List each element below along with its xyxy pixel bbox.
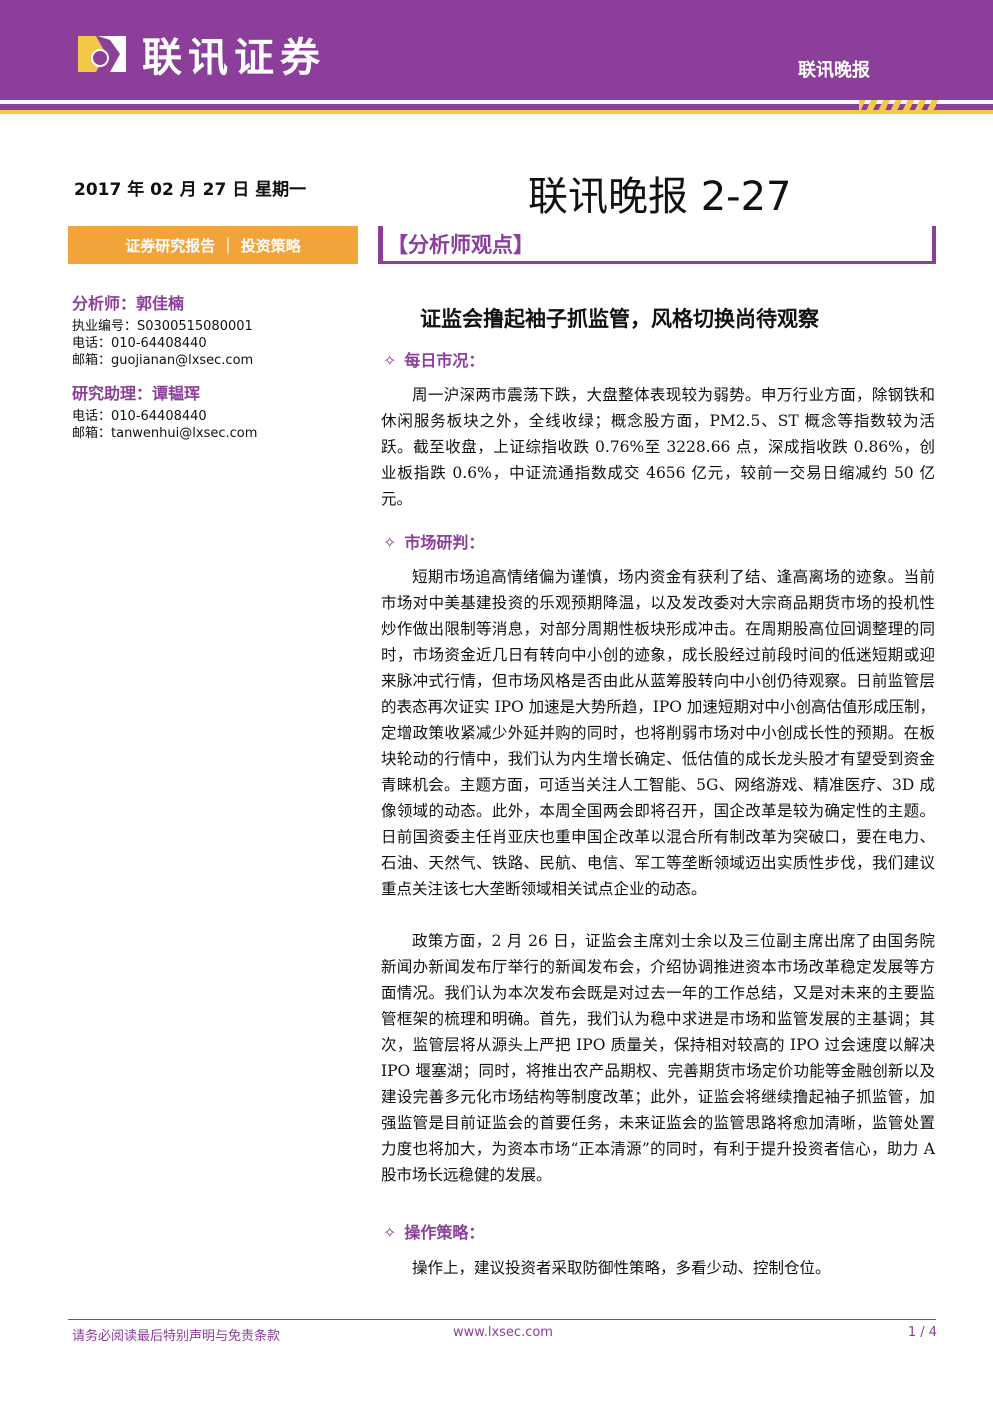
section-daily-label: 每日市况：	[404, 351, 485, 370]
analyst-view-label: 【分析师观点】	[387, 232, 534, 257]
assistant-info: 研究助理：谭韫珲 电话：010-64408440 邮箱：tanwenhui@lx…	[72, 380, 352, 442]
heading-tab-end	[932, 226, 936, 261]
logo-text: 联讯证券	[142, 35, 326, 81]
analyst-info: 分析师：郭佳楠 执业编号：S0300515080001 电话：010-64408…	[72, 290, 352, 369]
analyst-license: 执业编号：S0300515080001	[72, 319, 253, 334]
section-strategy-heading: ✧ 操作策略：	[383, 1219, 484, 1243]
analyst-phone: 电话：010-64408440	[72, 336, 207, 351]
paragraph-market-1: 短期市场追高情绪偏为谨慎，场内资金有获利了结、逢高离场的迹象。当前市场对中美基建…	[381, 568, 935, 898]
header-divider	[0, 104, 993, 110]
report-category-box: 证券研究报告 ｜ 投资策略	[68, 226, 358, 264]
analyst-view-heading: 【分析师观点】	[378, 226, 936, 264]
article-headline: 证监会撸起袖子抓监管，风格切换尚待观察	[420, 306, 819, 331]
diamond-bullet-icon: ✧	[383, 351, 397, 370]
footer-disclaimer: 请务必阅读最后特别声明与免责条款	[72, 1329, 281, 1344]
paragraph-daily: 周一沪深两市震荡下跌，大盘整体表现较为弱势。申万行业方面，除钢铁和休闲服务板块之…	[381, 386, 935, 508]
diamond-bullet-icon: ✧	[383, 533, 397, 552]
paragraph-strategy: 操作上，建议投资者采取防御性策略，多看少动、控制仓位。	[412, 1259, 831, 1277]
footer-page-number: 1 / 4	[907, 1325, 937, 1340]
section-market-label: 市场研判：	[404, 533, 485, 552]
logo-mark-icon	[78, 36, 126, 72]
report-date: 2017 年 02 月 27 日 星期一	[74, 180, 307, 200]
header-report-label: 联讯晚报	[798, 60, 870, 81]
header-bar	[0, 0, 993, 100]
header-accent-line	[0, 110, 993, 114]
assistant-email: 邮箱：tanwenhui@lxsec.com	[72, 426, 258, 441]
report-title: 联讯晚报 2-27	[528, 174, 792, 220]
company-logo: 联讯证券	[76, 30, 326, 81]
analyst-name: 分析师：郭佳楠	[72, 294, 185, 313]
header-hatch-decoration	[859, 100, 939, 114]
footer-divider	[68, 1319, 936, 1320]
footer-website: www.lxsec.com	[453, 1325, 553, 1340]
analyst-email: 邮箱：guojianan@lxsec.com	[72, 353, 254, 368]
section-daily-heading: ✧ 每日市况：	[383, 347, 484, 371]
assistant-name: 研究助理：谭韫珲	[72, 384, 201, 403]
paragraph-market-2: 政策方面，2 月 26 日，证监会主席刘士余以及三位副主席出席了由国务院新闻办新…	[381, 932, 935, 1184]
assistant-phone: 电话：010-64408440	[72, 409, 207, 424]
diamond-bullet-icon: ✧	[383, 1223, 397, 1242]
section-strategy-label: 操作策略：	[404, 1223, 485, 1242]
section-market-heading: ✧ 市场研判：	[383, 529, 484, 553]
